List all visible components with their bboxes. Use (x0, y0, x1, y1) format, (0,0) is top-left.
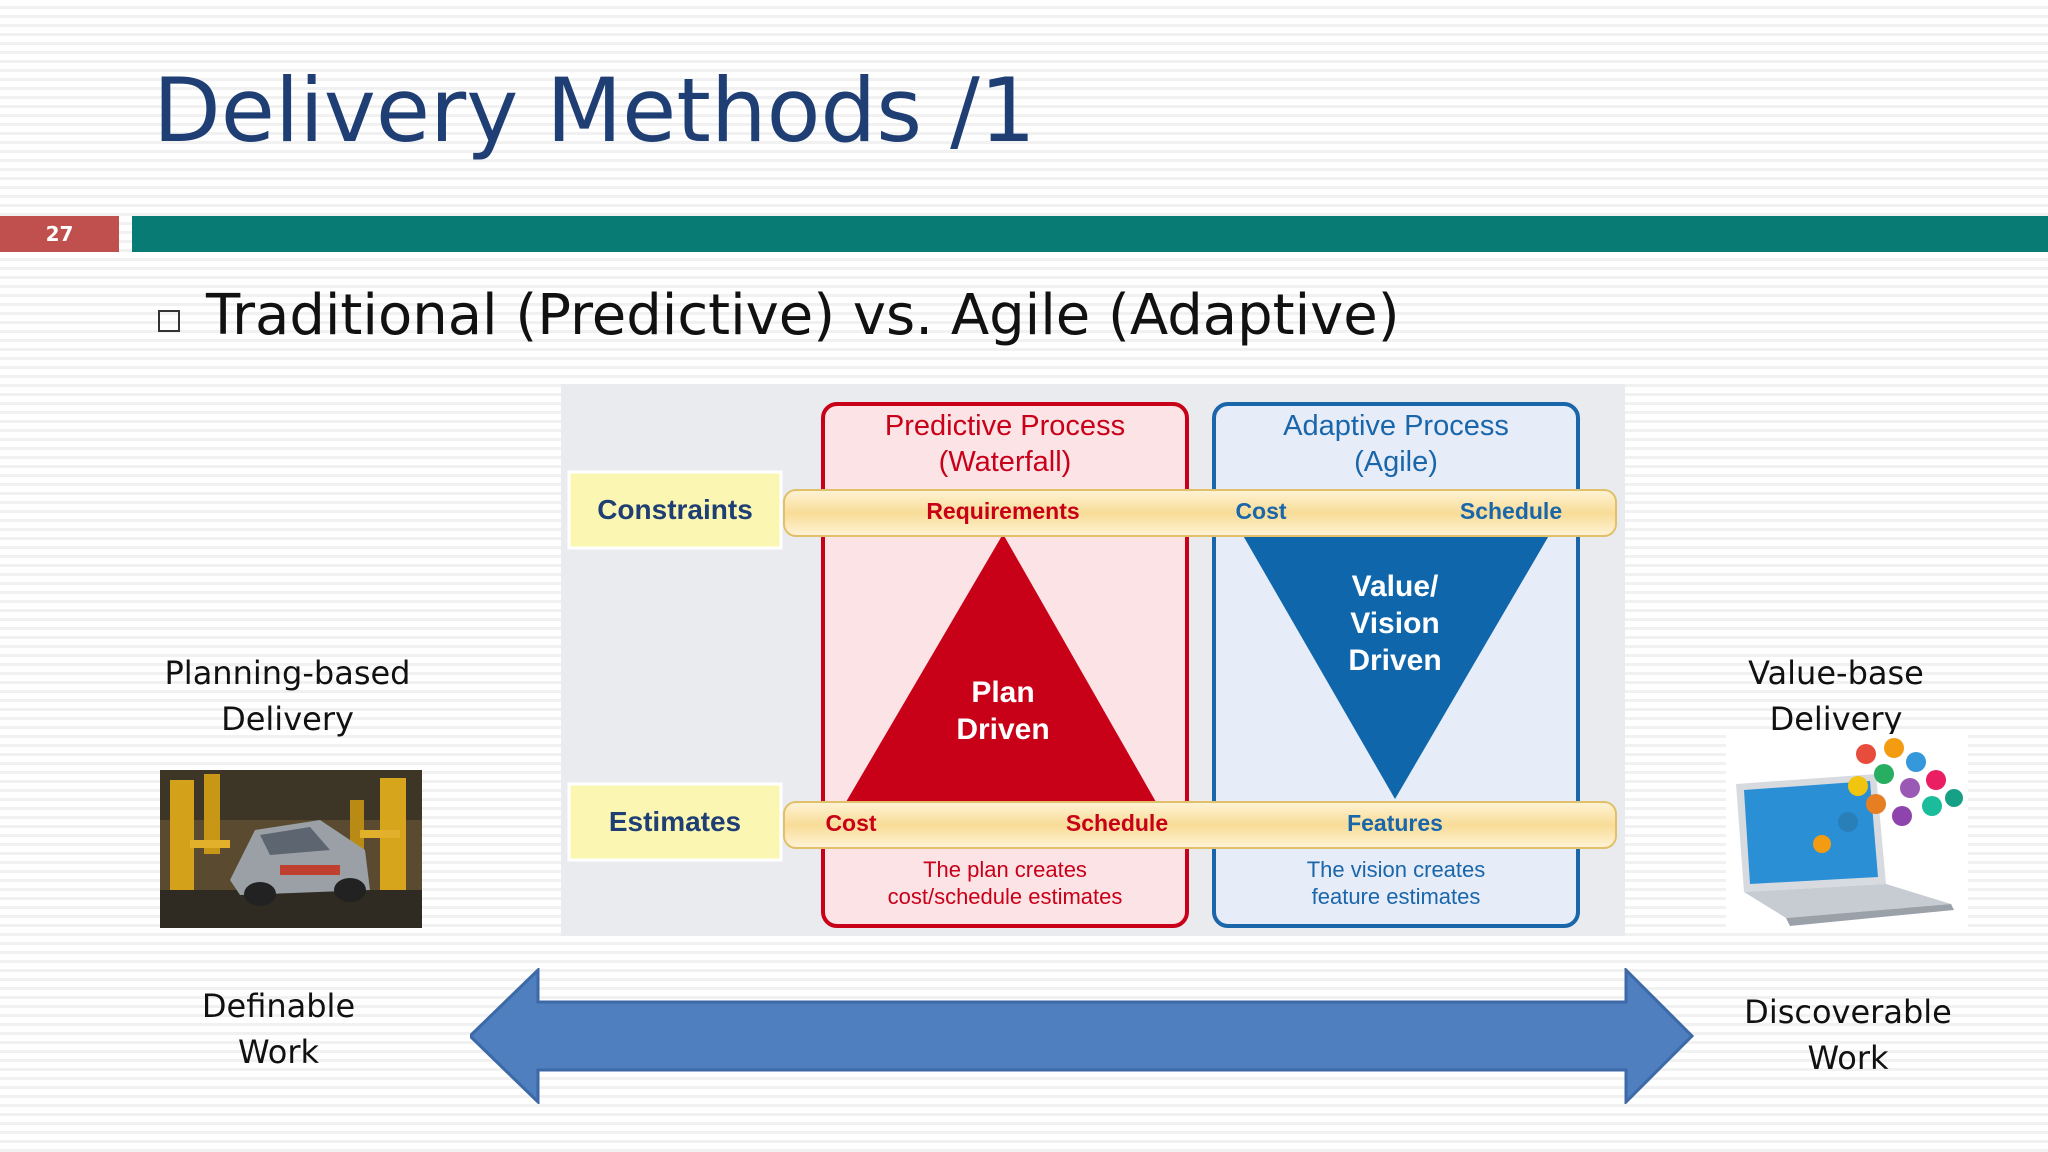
slide-title: Delivery Methods /1 (153, 59, 1036, 162)
planning-based-line-2: Delivery (221, 700, 354, 738)
estimate-features: Features (1347, 810, 1443, 836)
predictive-caption: The plan creates cost/schedule estimates (823, 856, 1187, 910)
value-base-line-2: Delivery (1769, 700, 1903, 738)
predictive-vs-adaptive-diagram: Predictive Process (Waterfall) Adaptive … (561, 384, 1625, 936)
adaptive-caption-line-2: feature estimates (1311, 884, 1481, 909)
planning-based-label: Planning-based Delivery (150, 650, 425, 742)
value-driven-text: Value/ Vision Driven (1305, 568, 1485, 679)
value-base-label: Value-base Delivery (1726, 650, 1946, 742)
adaptive-title-line-1: Adaptive Process (1283, 410, 1509, 442)
discoverable-work-label: Discoverable Work (1728, 989, 1968, 1081)
plan-driven-triangle (846, 534, 1156, 802)
constraint-cost: Cost (1235, 498, 1287, 524)
laptop-apps-icon (1726, 734, 1968, 930)
value-driven-triangle (1241, 532, 1551, 799)
constraints-band (783, 489, 1617, 537)
car-factory-photo (160, 770, 422, 928)
constraint-schedule: Schedule (1459, 498, 1563, 524)
definable-work-line-2: Work (237, 1033, 320, 1071)
value-driven-line-1: Value/ (1351, 570, 1439, 603)
predictive-caption-line-2: cost/schedule estimates (887, 884, 1123, 909)
definable-work-line-1: Definable (201, 987, 356, 1025)
predictive-title-line-2: (Waterfall) (938, 446, 1072, 478)
adaptive-title-line-2: (Agile) (1354, 446, 1438, 478)
title-divider-bar (132, 216, 2048, 252)
value-driven-line-3: Driven (1348, 644, 1442, 677)
plan-driven-line-2: Driven (956, 713, 1050, 746)
adaptive-process-title: Adaptive Process (Agile) (1214, 408, 1578, 480)
plan-driven-line-1: Plan (971, 676, 1035, 709)
adaptive-caption: The vision creates feature estimates (1214, 856, 1578, 910)
estimates-label: Estimates (608, 806, 742, 837)
predictive-caption-line-1: The plan creates (923, 857, 1087, 882)
adaptive-caption-line-1: The vision creates (1306, 857, 1486, 882)
predictive-title-line-1: Predictive Process (884, 410, 1126, 442)
bullet-text: Traditional (Predictive) vs. Agile (Adap… (206, 283, 1400, 348)
discoverable-work-line-2: Work (1807, 1039, 1889, 1077)
discoverable-work-line-1: Discoverable (1744, 993, 1952, 1031)
estimates-band (783, 801, 1617, 849)
double-headed-arrow (470, 968, 1694, 1104)
value-base-line-1: Value-base (1748, 654, 1924, 692)
plan-driven-text: Plan Driven (913, 674, 1093, 748)
constraints-label: Constraints (597, 494, 753, 525)
definable-work-label: Definable Work (170, 983, 387, 1075)
estimate-cost: Cost (825, 810, 877, 836)
value-driven-line-2: Vision (1350, 607, 1440, 640)
predictive-process-title: Predictive Process (Waterfall) (823, 408, 1187, 480)
constraint-requirements: Requirements (926, 498, 1080, 524)
planning-based-line-1: Planning-based (164, 654, 411, 692)
estimate-schedule: Schedule (1065, 810, 1169, 836)
bullet-square-icon (158, 310, 180, 332)
slide-number: 27 (0, 216, 119, 252)
